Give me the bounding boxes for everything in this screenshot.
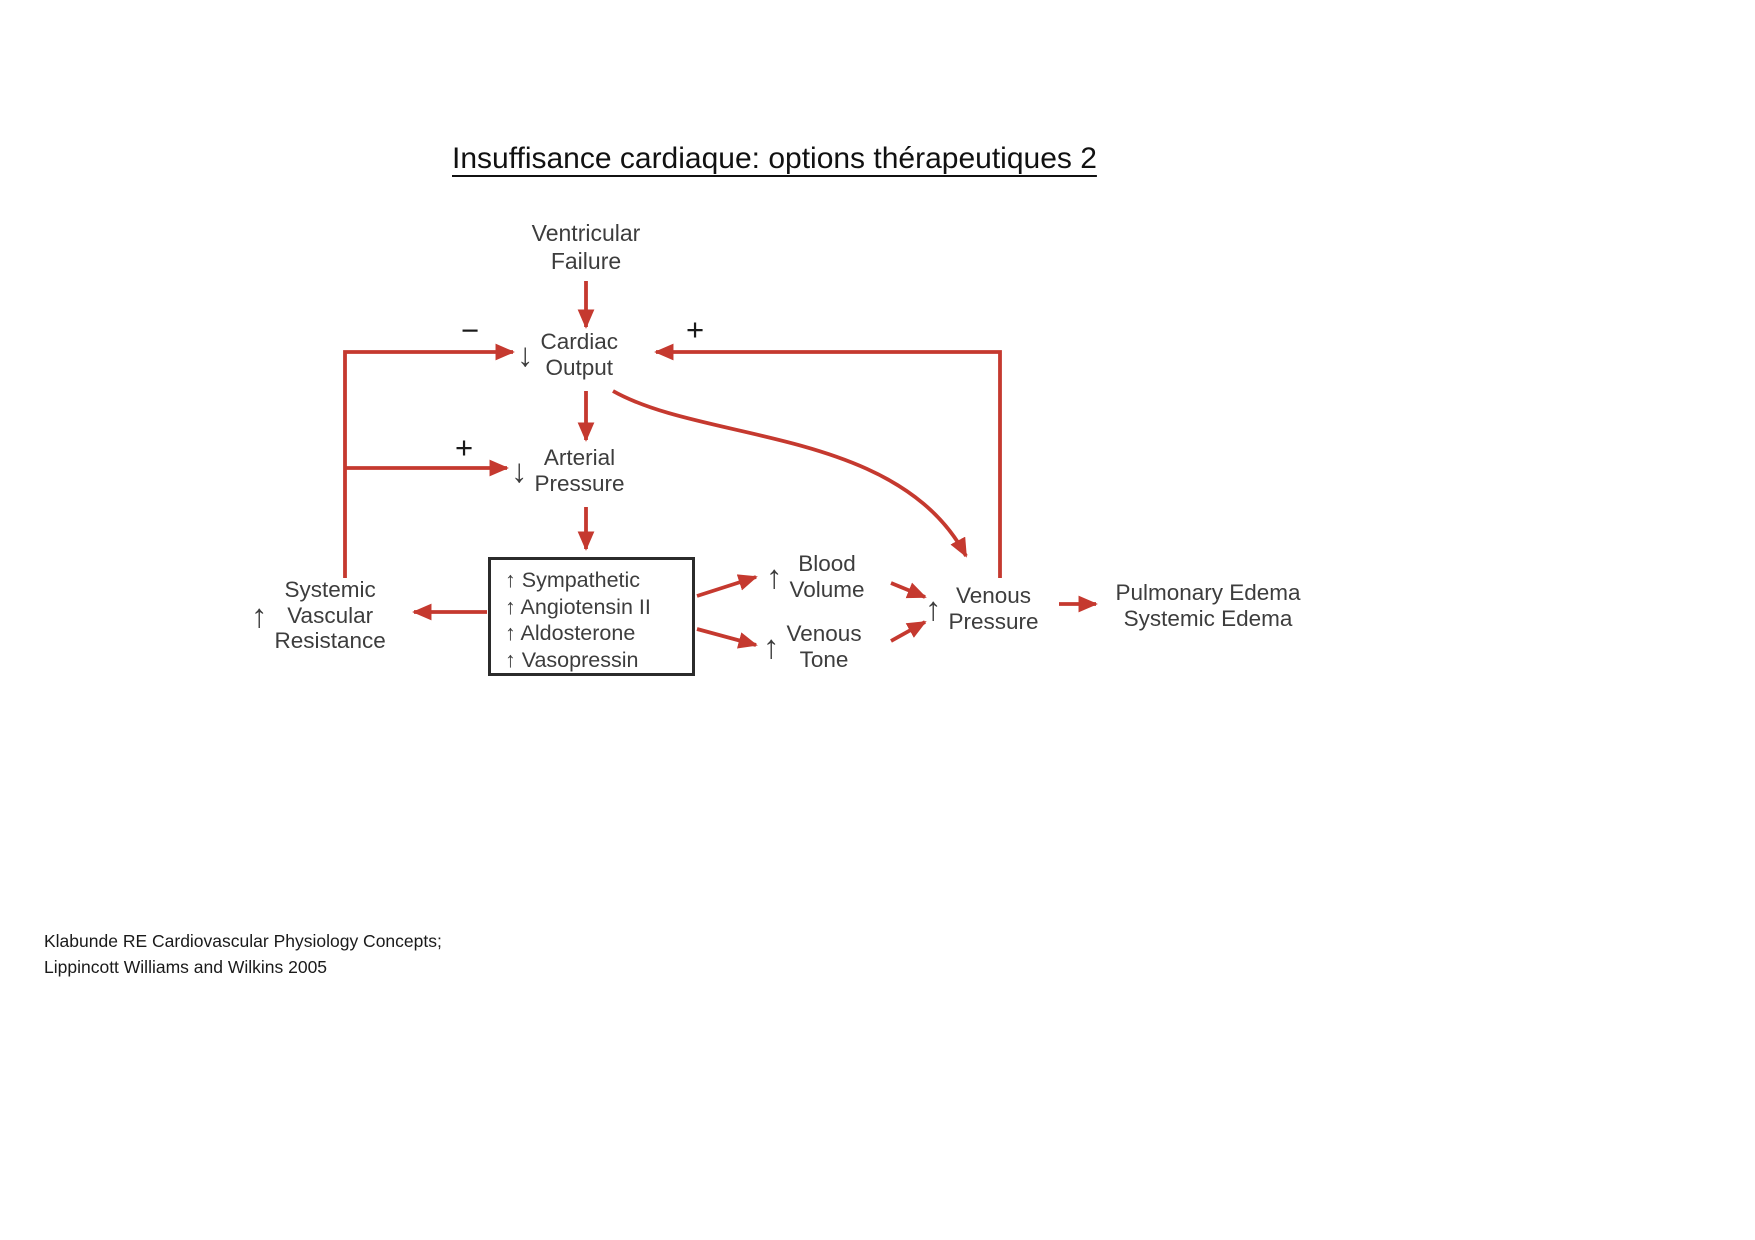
citation-line: Lippincott Williams and Wilkins 2005 <box>44 957 328 977</box>
node-line: Resistance <box>274 628 386 653</box>
plus-sign-cardiac-output: + <box>686 312 705 347</box>
node-line: Volume <box>789 576 865 602</box>
node-line: Arterial <box>543 445 616 470</box>
node-ventricular-failure: Ventricular Failure <box>500 219 672 275</box>
node-line: Ventricular <box>531 220 641 246</box>
down-arrow-icon: ↓ <box>511 452 528 489</box>
box-item-angiotensin: ↑ Angiotensin II <box>505 594 651 619</box>
node-line: Venous <box>786 621 862 646</box>
node-line: Tone <box>799 646 849 672</box>
up-arrow-icon: ↑ <box>763 628 780 665</box>
arrow-cardiac-output-curve-to-venous-pressure <box>612 389 968 558</box>
node-line: Blood <box>798 551 856 576</box>
arrow-venous-pressure-feedback-to-cardiac-output <box>654 343 1002 578</box>
box-item-aldosterone: ↑ Aldosterone <box>505 621 636 645</box>
up-arrow-icon: ↑ <box>251 596 268 634</box>
node-line: Systemic <box>284 577 376 602</box>
arrow-box-to-blood-volume <box>696 574 758 598</box>
node-systemic-vascular-resistance: ↑ Systemic Vascular Resistance <box>251 577 386 654</box>
box-item-vasopressin: ↑ Vasopressin <box>505 647 639 672</box>
node-line: Venous <box>955 583 1032 608</box>
box-item-sympathetic: ↑ Sympathetic <box>505 568 641 592</box>
node-line: Systemic Edema <box>1123 605 1293 631</box>
node-cardiac-output: ↓ Cardiac Output <box>517 329 618 380</box>
arrow-box-to-venous-tone <box>696 627 758 649</box>
up-arrow-icon: ↑ <box>925 590 942 627</box>
arrow-venous-tone-to-venous-pressure <box>890 620 927 643</box>
node-venous-pressure: ↑ Venous Pressure <box>925 583 1039 634</box>
node-line: Vascular <box>287 602 374 628</box>
node-line: Pulmonary Edema <box>1115 580 1301 605</box>
node-venous-tone: ↑ Venous Tone <box>763 621 862 672</box>
node-neurohormonal-box: ↑ Sympathetic ↑ Angiotensin II ↑ Aldoste… <box>488 557 695 676</box>
plus-sign-arterial-pressure: + <box>455 430 474 465</box>
minus-sign-cardiac-output: − <box>461 313 480 348</box>
diagram-title: Insuffisance cardiaque: options thérapeu… <box>452 142 1097 175</box>
node-line: Pressure <box>948 608 1039 634</box>
node-line: Pressure <box>534 470 625 496</box>
node-blood-volume: ↑ Blood Volume <box>766 551 865 602</box>
down-arrow-icon: ↓ <box>517 336 534 373</box>
citation: Klabunde RE Cardiovascular Physiology Co… <box>44 928 442 980</box>
node-line: Output <box>545 354 614 380</box>
node-line: Failure <box>550 248 622 274</box>
node-line: Cardiac <box>540 329 619 354</box>
arrow-blood-volume-to-venous-pressure <box>890 581 927 599</box>
citation-line: Klabunde RE Cardiovascular Physiology Co… <box>44 931 442 951</box>
node-arterial-pressure: ↓ Arterial Pressure <box>511 445 625 496</box>
up-arrow-icon: ↑ <box>766 558 783 595</box>
node-edema: Pulmonary Edema Systemic Edema <box>1107 580 1309 631</box>
arrow-svr-feedback-to-cardiac-output <box>343 343 515 578</box>
